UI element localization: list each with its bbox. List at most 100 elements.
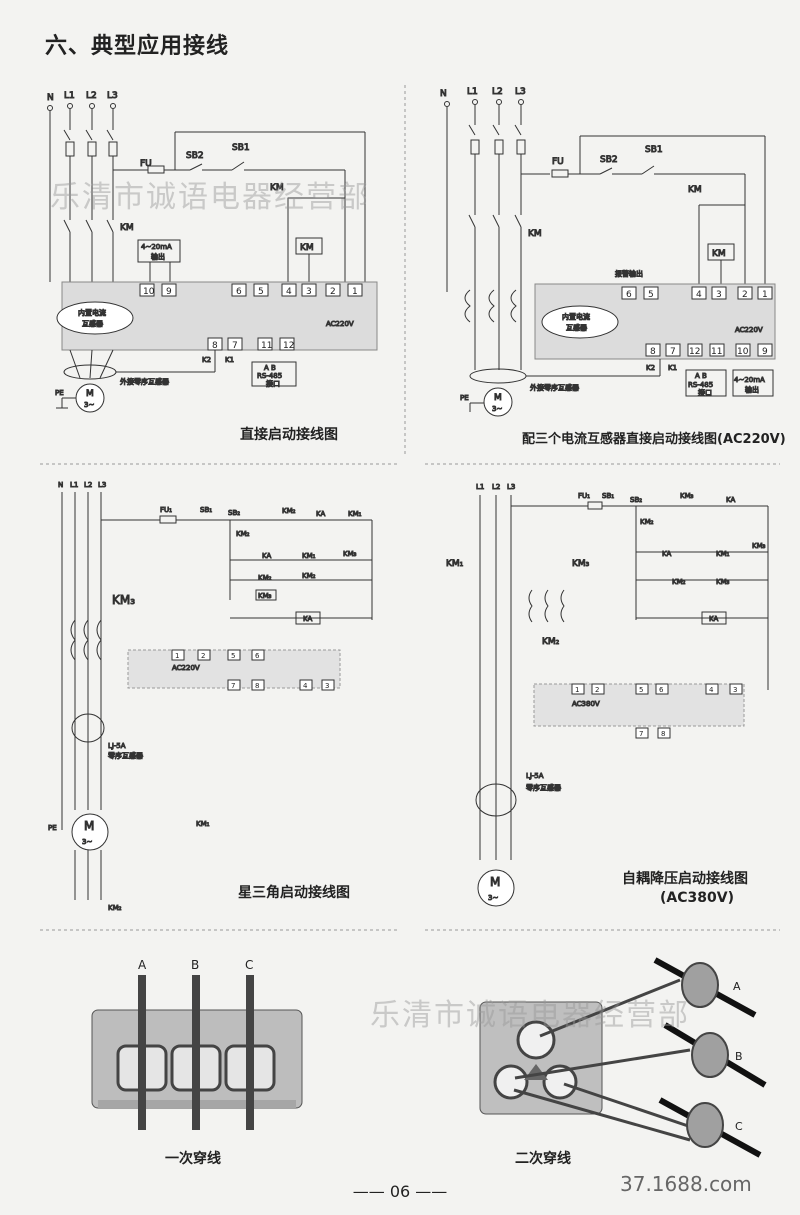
svg-text:3: 3 <box>716 290 722 300</box>
label-sb2-d1: SB2 <box>186 151 204 161</box>
label-ka3-d3: KA <box>303 615 312 623</box>
label-ma-out-d2: 输出 <box>745 385 759 394</box>
label-ka-d4: KA <box>726 496 735 504</box>
svg-text:2: 2 <box>201 652 205 660</box>
phase-label-b-secondary: B <box>735 1050 743 1063</box>
svg-text:4: 4 <box>709 686 714 694</box>
phase-label-a-secondary: A <box>733 980 741 993</box>
label-ct-internal2-d2: 互感器 <box>566 323 587 332</box>
diagram-star-delta: N L1 L2 L3 FU₁ SB₁ SB₂ KM₂ KA KM₁ KM₂ KA… <box>48 481 373 913</box>
svg-text:9: 9 <box>166 287 172 297</box>
svg-text:7: 7 <box>231 682 235 690</box>
label-zero-ct-d3: 零序互感器 <box>108 751 143 760</box>
label-km3-main-d3: KM₃ <box>112 593 135 607</box>
label-ka3-d4: KA <box>709 615 718 623</box>
label-km2c-d3: KM₂ <box>258 574 272 582</box>
label-ma-d2: 4~20mA <box>734 376 765 384</box>
phase-label-c: C <box>245 958 254 972</box>
label-l2-d2: L2 <box>492 87 503 97</box>
svg-text:10: 10 <box>143 287 155 297</box>
label-l1: L1 <box>64 91 75 101</box>
label-km3b-d4: KM₃ <box>752 542 766 550</box>
svg-text:3: 3 <box>306 287 312 297</box>
label-l3-d4: L3 <box>507 483 515 491</box>
svg-text:2: 2 <box>330 287 336 297</box>
label-motor-m-d2: M <box>494 393 502 403</box>
svg-text:1: 1 <box>352 287 358 297</box>
svg-text:10: 10 <box>737 347 749 357</box>
diagram-three-ct-start: N L1 L2 L3 KM FU SB2 SB1 KM KM 报警输出 <box>440 87 776 417</box>
label-rs485-port-d1: 接口 <box>266 379 280 388</box>
caption-three-ct: 配三个电流互感器直接启动接线图(AC220V) <box>522 432 786 447</box>
label-motor-3-d2: 3~ <box>492 405 502 413</box>
label-sb1-d1: SB1 <box>232 143 250 153</box>
label-l3-d3: L3 <box>98 481 106 489</box>
label-ac220-d2: AC220V <box>735 326 763 334</box>
svg-text:7: 7 <box>670 347 676 357</box>
caption-autotransformer: 自耦降压启动接线图 <box>622 871 748 887</box>
label-k2-d1: K2 <box>202 356 211 364</box>
label-km2-d3: KM₂ <box>282 507 296 515</box>
label-motor-m-d1: M <box>86 389 94 399</box>
svg-text:2: 2 <box>595 686 599 694</box>
page-heading: 六、典型应用接线 <box>45 34 230 59</box>
label-km1-d4: KM₁ <box>716 550 730 558</box>
label-km-coil-d1: KM <box>300 243 314 253</box>
label-km1-main-d3: KM₁ <box>196 820 210 828</box>
svg-text:8: 8 <box>255 682 259 690</box>
diagram-direct-start: N L1 L2 L3 KM FU SB2 SB1 KM KM 4~20mA 输出 <box>47 91 378 413</box>
diagram-autotransformer: L1 L2 L3 FU₁ SB₁ SB₂ KM₃ KA KM₂ KA KM₁ K… <box>446 483 769 907</box>
svg-text:4: 4 <box>696 290 702 300</box>
label-km1b-d3: KM₁ <box>302 552 316 560</box>
label-sb1-d4: SB₁ <box>602 492 614 500</box>
svg-text:6: 6 <box>255 652 260 660</box>
watermark-bottom: 乐清市诚语电器经营部 <box>370 998 690 1033</box>
label-pe-d3: PE <box>48 824 57 832</box>
svg-text:8: 8 <box>661 730 665 738</box>
label-fu-d1: FU <box>140 159 152 169</box>
label-ext-ct-d2: 外接零序互感器 <box>530 383 579 392</box>
label-l3-d2: L3 <box>515 87 526 97</box>
label-motor-3-d3: 3~ <box>82 838 92 846</box>
secondary-threading <box>479 957 767 1158</box>
phase-label-c-secondary: C <box>735 1120 743 1133</box>
label-km3c-d4: KM₃ <box>716 578 730 586</box>
caption-autotransformer-voltage: (AC380V) <box>660 890 734 906</box>
svg-text:1: 1 <box>575 686 579 694</box>
label-n: N <box>47 93 54 103</box>
svg-text:5: 5 <box>639 686 643 694</box>
svg-text:8: 8 <box>212 341 218 351</box>
footer-site: 37.1688.com <box>620 1172 752 1196</box>
label-k2-d2: K2 <box>646 364 655 372</box>
label-ka2-d4: KA <box>662 550 671 558</box>
label-n-d2: N <box>440 89 447 99</box>
label-ac220-d1: AC220V <box>326 320 354 328</box>
label-ct-internal2-d1: 互感器 <box>82 319 103 328</box>
label-pe-d2: PE <box>460 394 469 402</box>
label-l1-d3: L1 <box>70 481 78 489</box>
phase-label-b: B <box>191 958 200 972</box>
label-km2-main-d4: KM₂ <box>542 637 560 647</box>
label-km2-d4: KM₂ <box>640 518 654 526</box>
label-l3: L3 <box>107 91 118 101</box>
label-km1-d3: KM₁ <box>348 510 362 518</box>
label-k1-d2: K1 <box>668 364 677 372</box>
label-km3-d3: KM₃ <box>343 550 357 558</box>
caption-star-delta: 星三角启动接线图 <box>238 885 350 901</box>
label-pe-d1: PE <box>55 389 64 397</box>
caption-secondary-threading: 二次穿线 <box>515 1151 571 1167</box>
label-km1-main-d4: KM₁ <box>446 559 464 569</box>
primary-threading <box>91 975 303 1130</box>
label-fu-d2: FU <box>552 157 564 167</box>
label-ka2-d3: KA <box>262 552 271 560</box>
label-motor-3-d1: 3~ <box>84 401 94 409</box>
label-km2b-d4: KM₂ <box>672 578 686 586</box>
label-rs485-d1: RS-485 <box>257 372 282 380</box>
label-l1-d2: L1 <box>467 87 478 97</box>
label-n-d3: N <box>58 481 63 489</box>
label-fu1-d3: FU₁ <box>160 506 172 514</box>
svg-text:11: 11 <box>261 341 272 351</box>
label-km-ref-d2: KM <box>688 185 702 195</box>
label-km3b-d3: KM₃ <box>258 592 272 600</box>
label-ka-d3: KA <box>316 510 325 518</box>
